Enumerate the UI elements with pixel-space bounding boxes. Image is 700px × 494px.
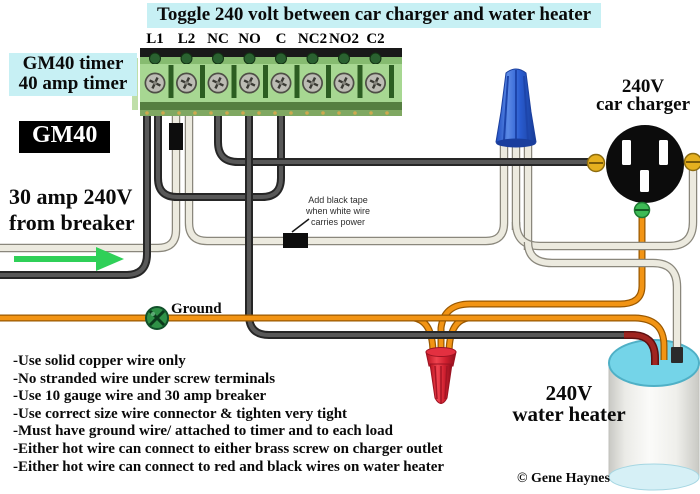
heater-white-wire-tip: [671, 347, 683, 363]
car-charger-outlet: [586, 125, 700, 219]
note-line: -Either hot wire can connect to either b…: [13, 440, 443, 457]
terminal-solder-dots: [145, 111, 389, 115]
timer-label-line1: GM40 timer: [22, 53, 124, 74]
heater-label-line1: 240V: [545, 381, 593, 405]
white-wire-L2-to-nut: [184, 106, 509, 246]
terminal-label-c: C: [275, 31, 287, 47]
instruction-notes: -Use solid copper wire only -No stranded…: [13, 353, 444, 476]
charger-label: 240V car charger: [577, 76, 700, 115]
white-wire-nut-to-charger-screw: [511, 168, 698, 251]
black-wire-L1-to-C-jumper: [154, 106, 285, 201]
heater-label-line2: water heater: [512, 402, 626, 426]
tape-note-line1: Add black tape: [308, 195, 368, 205]
tape-note: Add black tape when white wire carries p…: [297, 195, 379, 227]
black-tape-vertical: [169, 123, 183, 150]
charger-label-line1: 240V: [621, 76, 665, 97]
note-line: -Use 10 gauge wire and 30 amp breaker: [13, 388, 267, 405]
breaker-label-line2: from breaker: [9, 210, 135, 235]
black-wire-breaker-to-L1: [0, 106, 151, 279]
note-line: -Either hot wire can connect to red and …: [13, 458, 445, 475]
breaker-label: 30 amp 240V from breaker: [9, 184, 135, 236]
terminal-label-nc: NC: [207, 31, 229, 47]
white-wire-nut-to-heater: [523, 241, 682, 360]
ground-wire-main: [0, 314, 668, 360]
timer-label-line2: 40 amp timer: [18, 73, 128, 94]
white-wire-breaker-to-L2: [0, 106, 181, 253]
tape-note-pointer: [291, 218, 310, 233]
terminal-separators: [168, 65, 394, 98]
timer-label: GM40 timer 40 amp timer: [9, 53, 137, 96]
tape-note-line2: when white wire: [305, 205, 371, 216]
red-wire-nut: [425, 347, 457, 404]
terminal-screws: [144, 72, 386, 94]
timer-badge: GM40: [19, 121, 111, 153]
note-line: -Must have ground wire/ attached to time…: [13, 423, 393, 440]
black-wire-NC-to-charger: [214, 106, 594, 166]
terminal-top-holes: [149, 52, 382, 65]
green-screw-charger: [633, 201, 651, 219]
tape-note-line3: carries power: [310, 216, 366, 227]
terminal-label-c2: C2: [366, 31, 385, 47]
outlet-slots: [622, 140, 668, 192]
brass-screw-left: [586, 153, 606, 173]
credit: © Gene Haynes: [517, 471, 610, 486]
ground-label: Ground: [171, 301, 222, 317]
white-nut-strands: [511, 138, 533, 250]
note-line: -Use correct size wire connector & tight…: [13, 405, 348, 422]
terminal-label-nc2: NC2: [297, 31, 328, 47]
blue-wire-nut: [495, 68, 537, 148]
red-wire-to-heater: [624, 331, 659, 365]
charger-label-line2: car charger: [595, 94, 691, 115]
water-heater: [608, 339, 700, 491]
terminal-label-l1: L1: [146, 31, 164, 47]
note-line: -Use solid copper wire only: [13, 353, 186, 369]
terminal-label-l2: L2: [177, 31, 196, 47]
terminal-label-no2: NO2: [329, 31, 359, 47]
ground-screw: [145, 306, 169, 330]
brass-screw-right: [683, 152, 700, 172]
terminal-block: [132, 48, 402, 116]
power-flow-arrow: [14, 247, 124, 271]
breaker-label-line1: 30 amp 240V: [9, 184, 133, 209]
heater-label: 240V water heater: [498, 383, 640, 425]
note-line: -No stranded wire under screw terminals: [13, 370, 276, 387]
terminal-label-no: NO: [238, 31, 261, 47]
diagram-title: Toggle 240 volt between car charger and …: [147, 3, 602, 28]
black-tape-horizontal: [283, 233, 308, 248]
